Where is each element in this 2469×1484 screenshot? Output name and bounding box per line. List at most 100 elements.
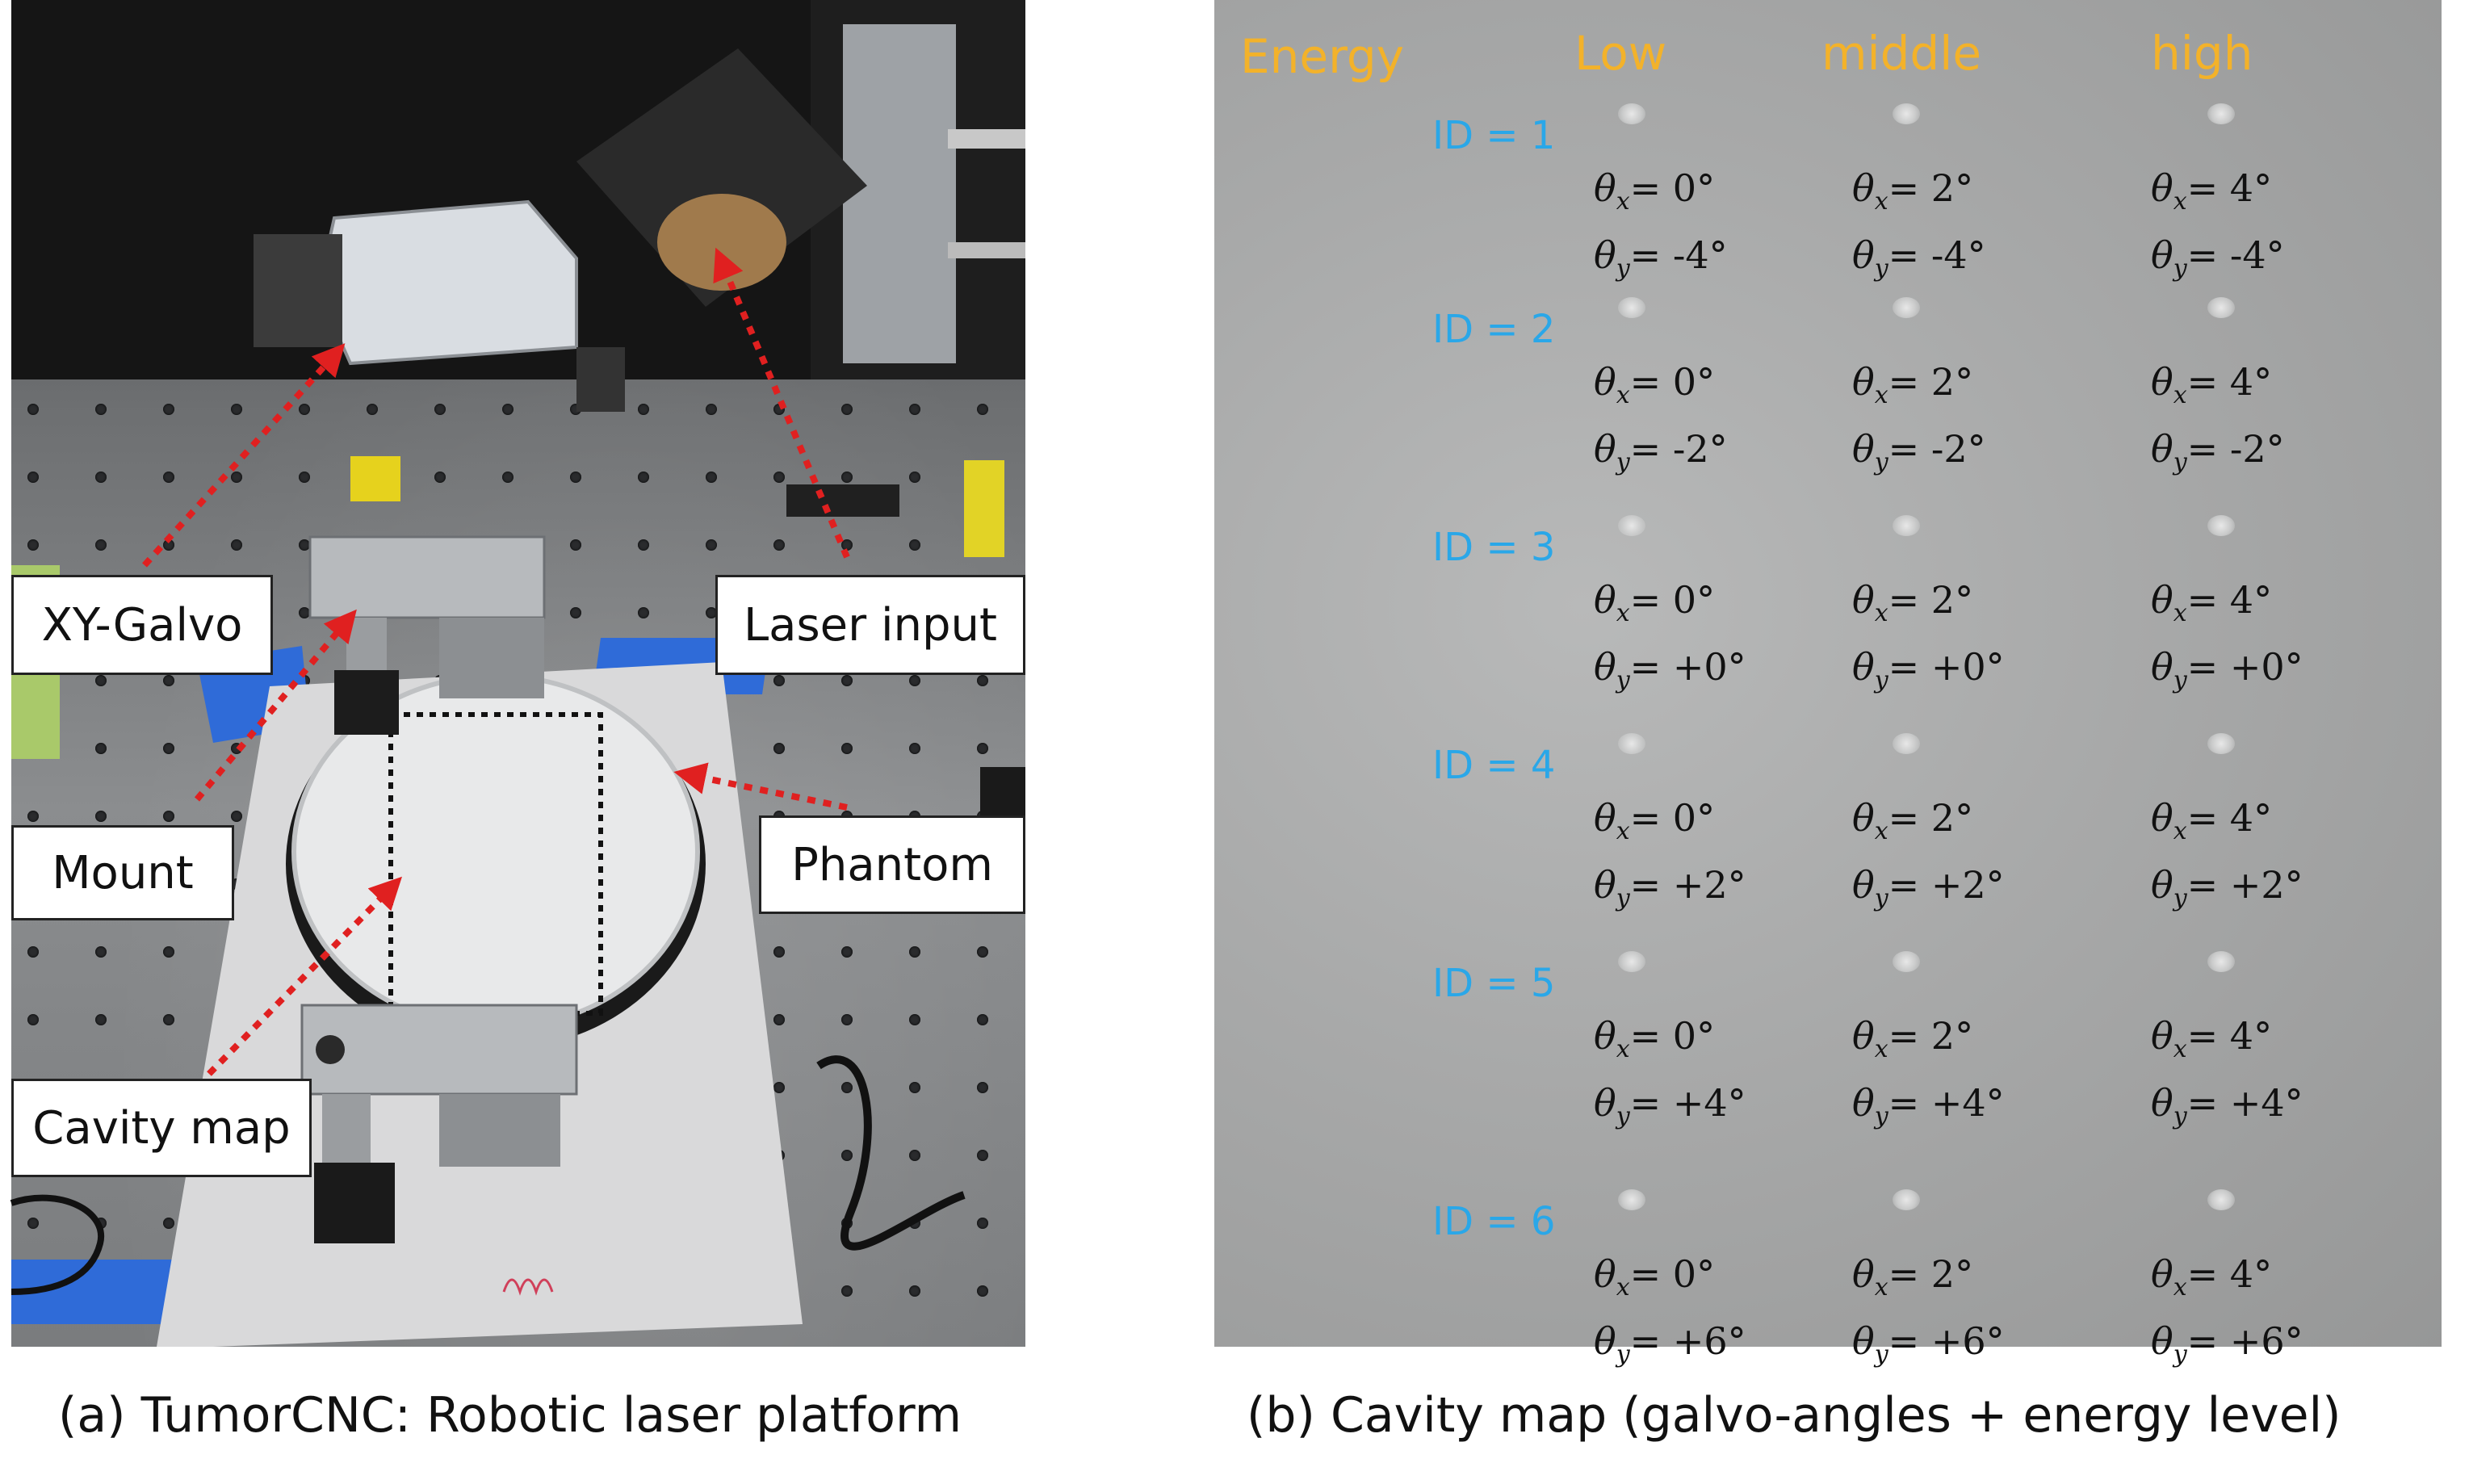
label-xy-galvo: XY-Galvo (11, 575, 273, 675)
theta-x: θx= 4° (2151, 796, 2273, 846)
theta-y-value: +0° (2229, 645, 2303, 690)
theta-x-value: 2° (1930, 796, 1974, 840)
cavity-spot (2207, 297, 2235, 318)
table-hole (977, 1150, 988, 1161)
arrow-xy-galvo (142, 343, 346, 568)
table-hole (502, 404, 514, 415)
table-hole (163, 811, 174, 822)
mount-knob (576, 347, 625, 412)
angle-cell: θx= 4°θy= +0° (2151, 573, 2303, 707)
upper-bar (308, 535, 546, 619)
table-hole (638, 404, 649, 415)
table-hole (95, 404, 107, 415)
cavity-spot (1618, 103, 1645, 124)
theta-x-value: 4° (2229, 360, 2273, 404)
theta-x-value: 2° (1930, 166, 1974, 210)
angle-cell: θx= 0°θy= +2° (1594, 791, 1746, 925)
table-hole (27, 404, 39, 415)
table-hole (841, 1285, 853, 1297)
table-hole (909, 472, 920, 483)
table-hole (163, 404, 174, 415)
table-hole (773, 743, 785, 754)
theta-y-value: +0° (1672, 645, 1746, 690)
table-hole (909, 1082, 920, 1093)
platform-photo: XY-Galvo Laser input Mount Phantom Cavit… (10, 0, 1025, 1347)
yellow-tag (350, 456, 400, 501)
theta-x-value: 0° (1672, 578, 1716, 622)
cavity-spot (1893, 297, 1920, 318)
upper-post-base (334, 670, 399, 735)
table-hole (977, 946, 988, 958)
table-hole (95, 472, 107, 483)
angle-cell: θx= 0°θy= -2° (1594, 355, 1728, 489)
cavity-spot (2207, 103, 2235, 124)
header-middle: middle (1821, 26, 1982, 81)
theta-y: θy= +4° (1852, 1081, 2005, 1131)
theta-y: θy= +4° (2151, 1081, 2303, 1131)
table-hole (163, 472, 174, 483)
header-energy: Energy (1240, 29, 1405, 84)
theta-x-value: 0° (1672, 166, 1716, 210)
table-hole (638, 539, 649, 551)
theta-y: θy= +2° (1594, 863, 1746, 913)
angle-cell: θx= 2°θy= +6° (1852, 1247, 2005, 1381)
table-hole (231, 811, 242, 822)
angle-cell: θx= 2°θy= +4° (1852, 1009, 2005, 1143)
cable (816, 1055, 966, 1251)
theta-x-value: 2° (1930, 1252, 1974, 1296)
theta-y-value: +0° (1930, 645, 2005, 690)
theta-y: θy= +6° (1852, 1319, 2005, 1369)
table-hole (27, 1218, 39, 1229)
table-hole (841, 1150, 853, 1161)
theta-y: θy= -4° (1852, 233, 1986, 283)
table-hole (841, 404, 853, 415)
table-hole (773, 472, 785, 483)
table-hole (977, 1082, 988, 1093)
theta-x: θx= 2° (1852, 578, 1974, 628)
angle-cell: θx= 0°θy= -4° (1594, 161, 1728, 296)
table-hole (27, 539, 39, 551)
table-hole (570, 539, 581, 551)
angle-cell: θx= 4° θy= +4° (2151, 1009, 2303, 1143)
table-hole (27, 472, 39, 483)
cavity-spot (2207, 1189, 2235, 1210)
theta-x-value: 0° (1672, 1014, 1716, 1058)
theta-y: θy= +0° (1852, 645, 2005, 695)
table-hole (909, 1014, 920, 1025)
caption-b: (b) Cavity map (galvo-angles + energy le… (1247, 1387, 2341, 1444)
theta-y-value: +6° (1930, 1319, 2005, 1364)
header-high: high (2151, 26, 2253, 81)
table-hole (95, 946, 107, 958)
table-hole (638, 607, 649, 618)
theta-x-value: 4° (2229, 796, 2273, 840)
theta-x: θx= 2° (1852, 796, 1974, 846)
table-hole (841, 539, 853, 551)
theta-x: θx= 4° (2151, 360, 2273, 410)
theta-x: θx= 0° (1594, 578, 1716, 628)
theta-x: θx= 0° (1594, 1014, 1716, 1064)
angle-cell: θx= 4°θy= +6° (2151, 1247, 2303, 1381)
theta-y: θy= -2° (1852, 427, 1986, 477)
table-hole (502, 472, 514, 483)
cavity-spot (1618, 1189, 1645, 1210)
theta-x-value: 4° (2229, 1014, 2273, 1058)
table-hole (27, 811, 39, 822)
row-id: ID = 2 (1432, 307, 1556, 352)
theta-y-value: -4° (1672, 233, 1728, 278)
table-hole (909, 743, 920, 754)
cavity-spot (1893, 951, 1920, 972)
theta-x-value: 4° (2229, 1252, 2273, 1296)
table-hole (773, 539, 785, 551)
table-hole (163, 539, 174, 551)
theta-x: θx= 2° (1852, 360, 1974, 410)
theta-y: θy= -2° (1594, 427, 1728, 477)
theta-x: θx= 0° (1594, 166, 1716, 216)
galvo-mirror (316, 199, 578, 366)
table-hole (706, 404, 717, 415)
theta-x: θx= 4° (2151, 1014, 2273, 1064)
table-hole (706, 472, 717, 483)
theta-y-value: +2° (1930, 863, 2005, 908)
theta-y-value: +4° (1930, 1081, 2005, 1126)
table-hole (231, 472, 242, 483)
caption-a: (a) TumorCNC: Robotic laser platform (58, 1387, 962, 1444)
